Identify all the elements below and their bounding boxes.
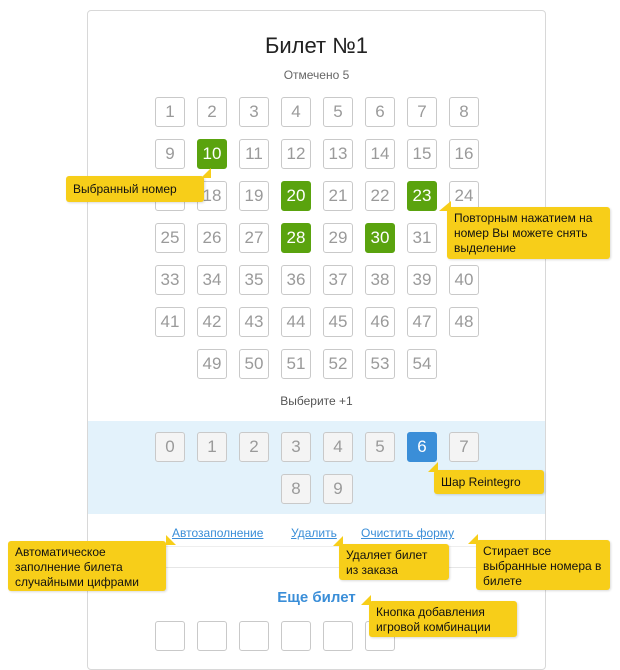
number-2[interactable]: 2: [197, 97, 227, 127]
number-24[interactable]: 24: [449, 181, 479, 211]
number-37[interactable]: 37: [323, 265, 353, 295]
number-8[interactable]: 8: [449, 97, 479, 127]
add-ticket-button[interactable]: Еще билет: [277, 589, 356, 606]
bonus-ball-8[interactable]: 8: [281, 474, 311, 504]
number-25[interactable]: 25: [155, 223, 185, 253]
number-44[interactable]: 44: [281, 307, 311, 337]
number-23[interactable]: 23: [407, 181, 437, 211]
number-43[interactable]: 43: [239, 307, 269, 337]
number-10[interactable]: 10: [197, 139, 227, 169]
bonus-ball-5[interactable]: 5: [365, 432, 395, 462]
number-53[interactable]: 53: [365, 349, 395, 379]
number-47[interactable]: 47: [407, 307, 437, 337]
number-1[interactable]: 1: [155, 97, 185, 127]
number-38[interactable]: 38: [365, 265, 395, 295]
tooltip-reintegro: Шар Reintegro: [428, 462, 544, 494]
number-9[interactable]: 9: [155, 139, 185, 169]
bonus-ball-2[interactable]: 2: [239, 432, 269, 462]
number-36[interactable]: 36: [281, 265, 311, 295]
bonus-ball-4[interactable]: 4: [323, 432, 353, 462]
number-7[interactable]: 7: [407, 97, 437, 127]
number-30[interactable]: 30: [365, 223, 395, 253]
number-5[interactable]: 5: [323, 97, 353, 127]
tooltip-arrow: [361, 595, 371, 605]
number-3[interactable]: 3: [239, 97, 269, 127]
number-13[interactable]: 13: [323, 139, 353, 169]
number-45[interactable]: 45: [323, 307, 353, 337]
number-15[interactable]: 15: [407, 139, 437, 169]
bonus-ball-3[interactable]: 3: [281, 432, 311, 462]
next-ticket-cell[interactable]: [239, 621, 269, 651]
tooltip-delete: Удаляет билет из заказа: [333, 536, 449, 580]
choose-bonus-label: Выберите +1: [280, 394, 353, 408]
number-28[interactable]: 28: [281, 223, 311, 253]
number-42[interactable]: 42: [197, 307, 227, 337]
bonus-ball-9[interactable]: 9: [323, 474, 353, 504]
bonus-ball-0[interactable]: 0: [155, 432, 185, 462]
next-ticket-cell[interactable]: [197, 621, 227, 651]
divider: [88, 546, 545, 547]
tooltip-text: Удаляет билет из заказа: [346, 548, 428, 577]
tooltip-arrow: [166, 535, 176, 545]
tooltip-clear: Стирает все выбранные номера в билете: [468, 534, 610, 590]
number-27[interactable]: 27: [239, 223, 269, 253]
tooltip-arrow: [333, 536, 343, 546]
clear-form-link[interactable]: Очистить форму: [361, 526, 455, 540]
number-34[interactable]: 34: [197, 265, 227, 295]
tooltip-add: Кнопка добавления игровой комбинации: [361, 595, 517, 637]
number-4[interactable]: 4: [281, 97, 311, 127]
bonus-ball-6[interactable]: 6: [407, 432, 437, 462]
delete-link[interactable]: Удалить: [291, 526, 337, 540]
tooltip-arrow: [439, 201, 451, 211]
number-14[interactable]: 14: [365, 139, 395, 169]
number-40[interactable]: 40: [449, 265, 479, 295]
tooltip-text: Выбранный номер: [73, 182, 177, 196]
number-29[interactable]: 29: [323, 223, 353, 253]
autofill-link[interactable]: Автозаполнение: [172, 526, 264, 540]
number-48[interactable]: 48: [449, 307, 479, 337]
number-51[interactable]: 51: [281, 349, 311, 379]
number-16[interactable]: 16: [449, 139, 479, 169]
bonus-ball-1[interactable]: 1: [197, 432, 227, 462]
tooltip-deselect: Повторным нажатием на номер Вы можете сн…: [439, 201, 610, 259]
number-49[interactable]: 49: [197, 349, 227, 379]
next-ticket-cell[interactable]: [323, 621, 353, 651]
number-41[interactable]: 41: [155, 307, 185, 337]
number-26[interactable]: 26: [197, 223, 227, 253]
marked-count: Отмечено 5: [283, 68, 350, 82]
tooltip-arrow: [468, 534, 478, 544]
tooltip-text: Кнопка добавления игровой комбинации: [376, 605, 491, 634]
number-21[interactable]: 21: [323, 181, 353, 211]
tooltip-text: Автоматическое заполнение билета случайн…: [15, 545, 139, 589]
divider: [88, 567, 545, 568]
number-31[interactable]: 31: [407, 223, 437, 253]
tooltip-autofill: Автоматическое заполнение билета случайн…: [8, 535, 176, 591]
bonus-ball-7[interactable]: 7: [449, 432, 479, 462]
next-ticket-cell[interactable]: [155, 621, 185, 651]
number-33[interactable]: 33: [155, 265, 185, 295]
number-19[interactable]: 19: [239, 181, 269, 211]
tooltip-text: Стирает все выбранные номера в билете: [483, 544, 602, 588]
tooltip-selected-number: Выбранный номер: [66, 168, 211, 202]
tooltip-arrow: [428, 462, 438, 472]
ticket-title: Билет №1: [264, 33, 369, 58]
number-52[interactable]: 52: [323, 349, 353, 379]
number-22[interactable]: 22: [365, 181, 395, 211]
tooltip-text: Повторным нажатием на номер Вы можете сн…: [454, 211, 593, 255]
tooltip-arrow: [201, 168, 211, 178]
number-46[interactable]: 46: [365, 307, 395, 337]
number-12[interactable]: 12: [281, 139, 311, 169]
number-54[interactable]: 54: [407, 349, 437, 379]
next-ticket-cell[interactable]: [281, 621, 311, 651]
tooltip-text: Шар Reintegro: [441, 475, 521, 489]
number-11[interactable]: 11: [239, 139, 269, 169]
number-50[interactable]: 50: [239, 349, 269, 379]
number-35[interactable]: 35: [239, 265, 269, 295]
number-39[interactable]: 39: [407, 265, 437, 295]
number-6[interactable]: 6: [365, 97, 395, 127]
number-20[interactable]: 20: [281, 181, 311, 211]
